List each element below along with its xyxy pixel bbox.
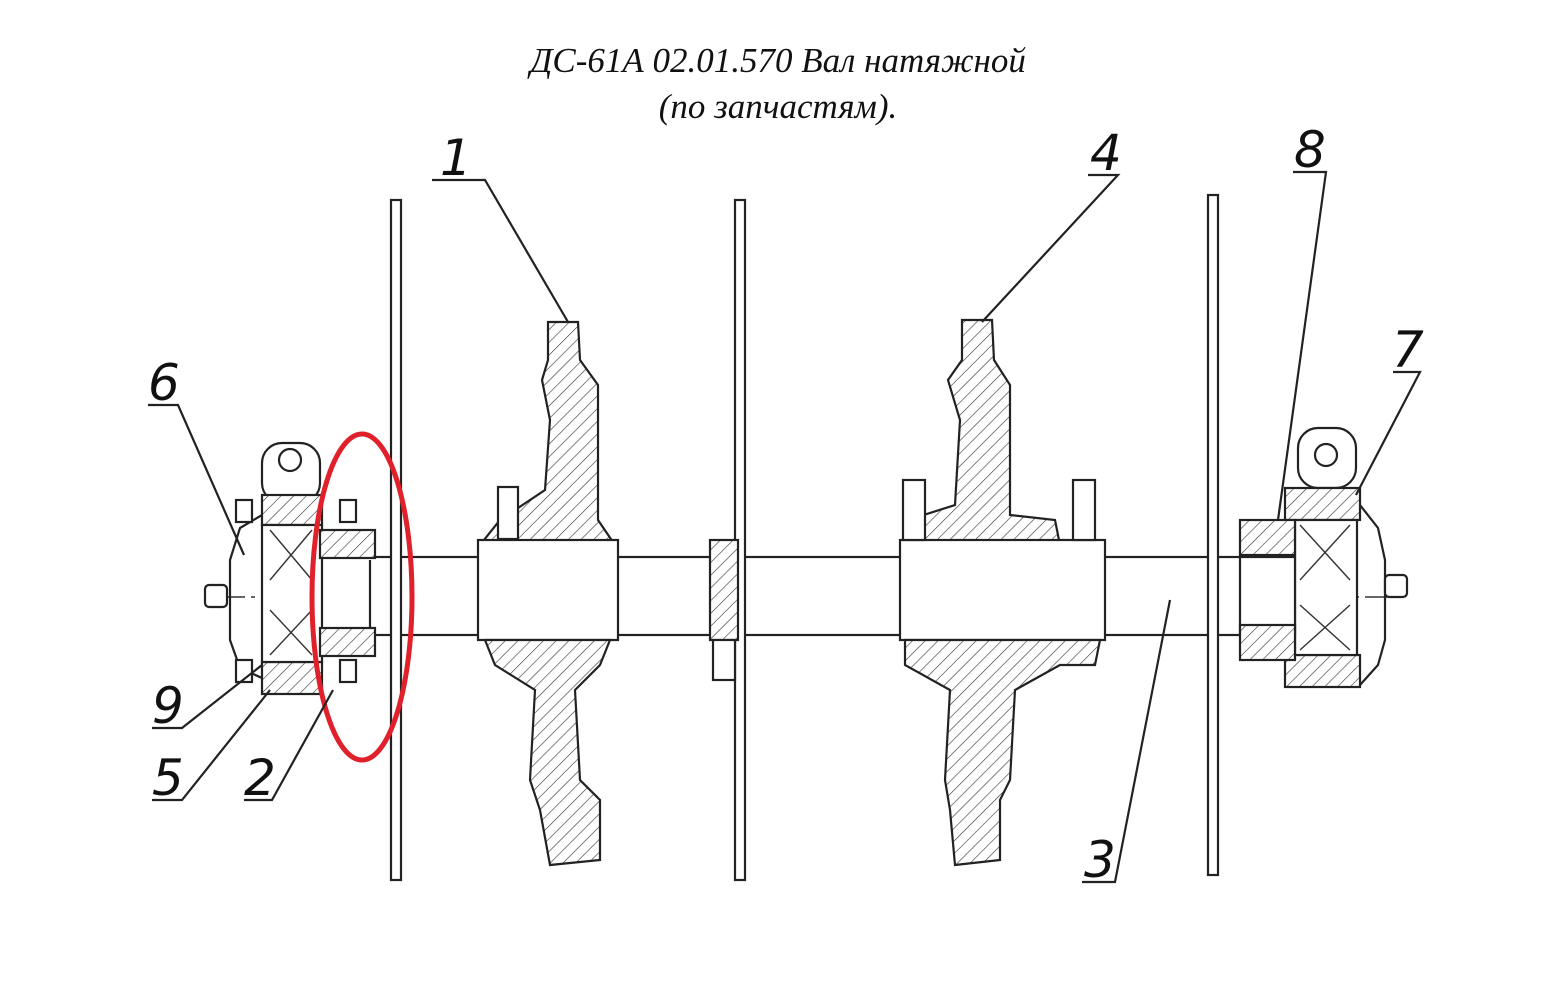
shaft-collar [708,538,740,682]
callout-9: 9 [152,677,184,735]
callout-1: 1 [440,129,472,187]
leader-lines [148,170,1422,884]
right-bearing-housing [1238,426,1409,689]
callout-8: 8 [1294,121,1326,179]
shaft-part-3 [303,555,1257,637]
callout-2: 2 [244,749,276,807]
highlight-ellipse [309,431,415,763]
callout-3: 3 [1084,831,1116,889]
sprocket-part-4 [898,318,1107,867]
callout-4: 4 [1090,124,1122,182]
drawing-title: ДС-61А 02.01.570 Вал натяжной [530,41,1026,80]
drawing-subtitle: (по запчастям). [658,87,898,126]
callout-6: 6 [148,354,180,412]
callout-5: 5 [152,749,184,807]
callout-7: 7 [1392,321,1424,379]
sprocket-part-1 [476,320,620,867]
